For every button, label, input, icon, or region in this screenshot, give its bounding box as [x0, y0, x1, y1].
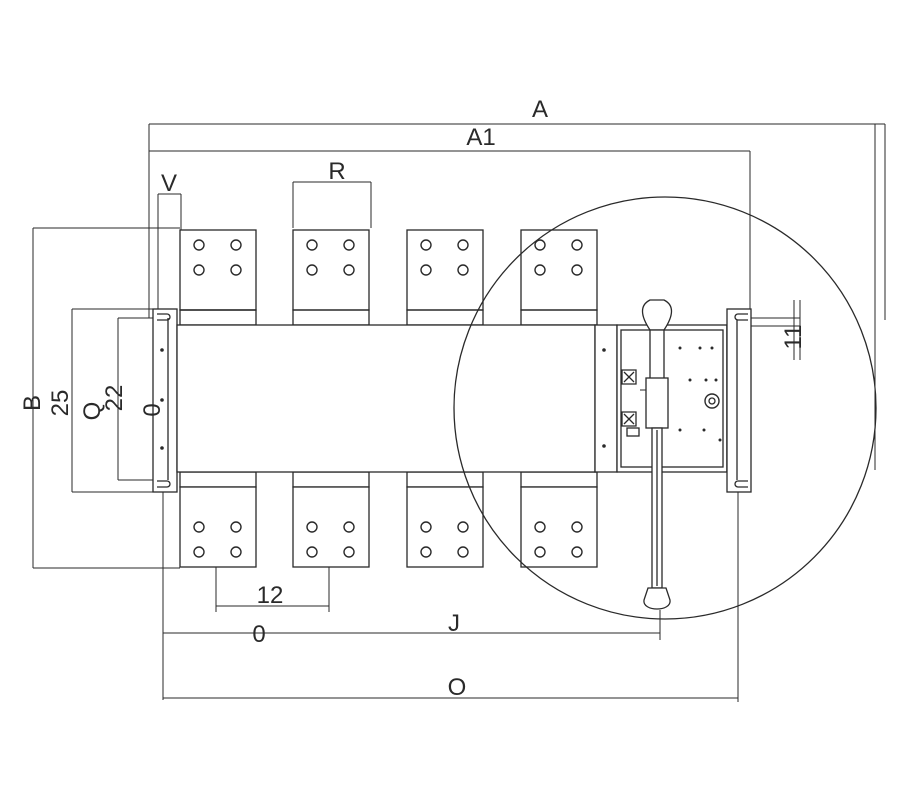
detail-circle	[453, 196, 877, 620]
label-0-bottom: 0	[252, 621, 265, 648]
bottom-terminal-4	[520, 471, 598, 568]
right-mounting-bracket	[726, 308, 752, 493]
dimension-o	[163, 490, 739, 702]
bottom-terminal-3	[406, 471, 484, 568]
label-a: A	[532, 96, 548, 123]
label-0-left: 0	[139, 403, 166, 416]
label-j: J	[448, 610, 460, 637]
top-terminal-3	[406, 229, 484, 326]
dimension-j	[162, 492, 661, 700]
label-12: 12	[257, 582, 284, 609]
dimension-v	[157, 193, 182, 318]
dimension-12	[215, 560, 330, 612]
dimension-r	[292, 181, 372, 228]
label-v: V	[161, 170, 177, 197]
label-r: R	[328, 158, 345, 185]
operating-handle	[641, 299, 673, 610]
label-25: 25	[47, 390, 74, 417]
label-22: 22	[101, 385, 128, 412]
bottom-terminal-2	[292, 471, 370, 568]
label-b: B	[19, 395, 46, 411]
label-o: O	[448, 674, 467, 701]
main-switch-body	[176, 324, 596, 473]
label-a1: A1	[466, 124, 495, 151]
left-mounting-bracket	[152, 308, 178, 493]
label-11: 11	[780, 325, 807, 350]
label-q: Q	[79, 402, 106, 421]
bottom-terminal-1	[179, 471, 257, 568]
dimension-a	[148, 123, 886, 470]
dimension-0-left	[117, 317, 158, 481]
top-terminal-2	[292, 229, 370, 326]
dimension-b-25	[32, 227, 180, 569]
dimension-q-22	[71, 308, 158, 493]
dimension-a1	[149, 150, 751, 318]
operating-mechanism	[594, 324, 728, 473]
top-terminal-1	[179, 229, 257, 326]
